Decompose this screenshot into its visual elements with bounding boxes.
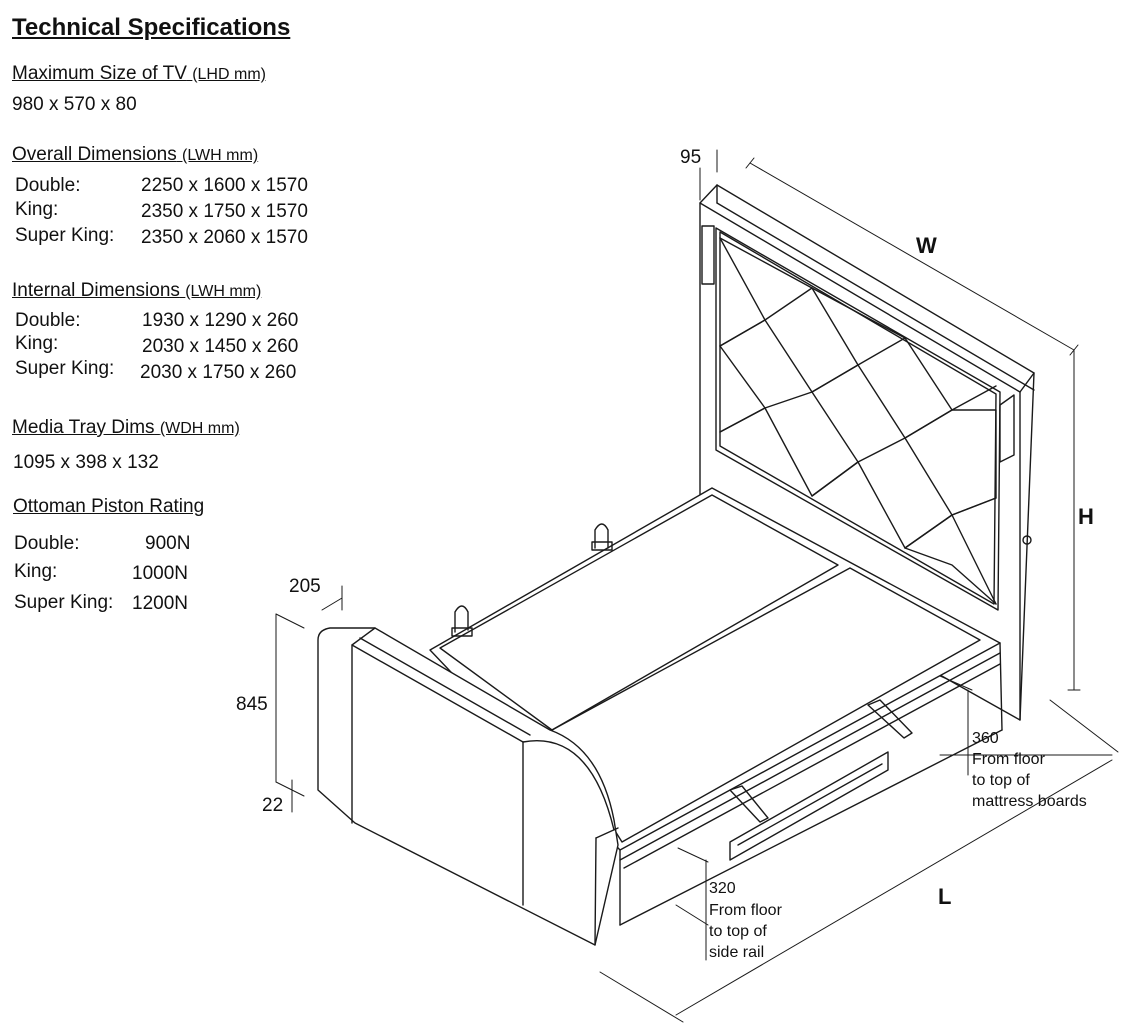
svg-text:to top of: to top of <box>709 923 767 940</box>
footboard-cabinet <box>317 627 619 946</box>
note-320: 320 From floor to top of side rail <box>709 880 783 961</box>
page-title: Technical Specifications <box>12 14 291 41</box>
power-button-icon <box>1022 535 1032 545</box>
note-360: 360 From floor to top of mattress boards <box>972 730 1087 810</box>
svg-text:side rail: side rail <box>709 944 764 961</box>
media-tray-heading: Media Tray Dims (WDH mm) <box>12 417 240 438</box>
dim-label-h: H <box>1078 504 1094 529</box>
piston-rating-heading: Ottoman Piston Rating <box>13 496 205 517</box>
overall-label-super-king: Super King: <box>15 225 115 246</box>
dim-label-205: 205 <box>289 576 321 597</box>
overall-value-double: 2250 x 1600 x 1570 <box>141 175 308 196</box>
internal-dimensions-heading: Internal Dimensions (LWH mm) <box>12 280 262 301</box>
internal-value-king: 2030 x 1450 x 260 <box>142 336 299 357</box>
headboard-diamond-pattern <box>719 237 997 605</box>
svg-text:320: 320 <box>709 880 736 897</box>
dim-label-845: 845 <box>236 694 268 715</box>
piston-label-double: Double: <box>14 533 80 554</box>
svg-text:mattress boards: mattress boards <box>972 793 1087 810</box>
tv-size-heading: Maximum Size of TV (LHD mm) <box>12 63 266 84</box>
dim-label-95: 95 <box>680 147 701 168</box>
overall-value-super-king: 2350 x 2060 x 1570 <box>141 227 308 248</box>
piston-value-king: 1000N <box>132 563 188 584</box>
piston-label-super-king: Super King: <box>14 592 114 613</box>
internal-label-super-king: Super King: <box>15 358 115 379</box>
overall-label-double: Double: <box>15 175 81 196</box>
svg-text:From floor: From floor <box>709 902 783 919</box>
lift-handles <box>451 523 913 823</box>
piston-value-super-king: 1200N <box>132 593 188 614</box>
dim-label-w: W <box>916 233 937 258</box>
tv-size-value: 980 x 570 x 80 <box>12 94 137 115</box>
internal-label-double: Double: <box>15 310 81 331</box>
piston-value-double: 900N <box>145 533 191 554</box>
internal-label-king: King: <box>15 333 59 354</box>
overall-dimensions-heading: Overall Dimensions (LWH mm) <box>12 144 259 165</box>
dimension-lines <box>275 149 1119 1023</box>
overall-value-king: 2350 x 1750 x 1570 <box>141 201 308 222</box>
right-speaker-icon <box>999 394 1015 463</box>
internal-value-double: 1930 x 1290 x 260 <box>142 310 299 331</box>
left-speaker-icon <box>701 225 715 285</box>
overall-label-king: King: <box>15 199 59 220</box>
svg-text:From floor: From floor <box>972 751 1046 768</box>
piston-label-king: King: <box>14 561 58 582</box>
internal-value-super-king: 2030 x 1750 x 260 <box>140 362 297 383</box>
svg-text:to top of: to top of <box>972 772 1030 789</box>
media-tray-value: 1095 x 398 x 132 <box>13 452 159 473</box>
svg-text:360: 360 <box>972 730 999 747</box>
dim-label-l: L <box>938 884 951 909</box>
dim-label-22: 22 <box>262 795 283 816</box>
